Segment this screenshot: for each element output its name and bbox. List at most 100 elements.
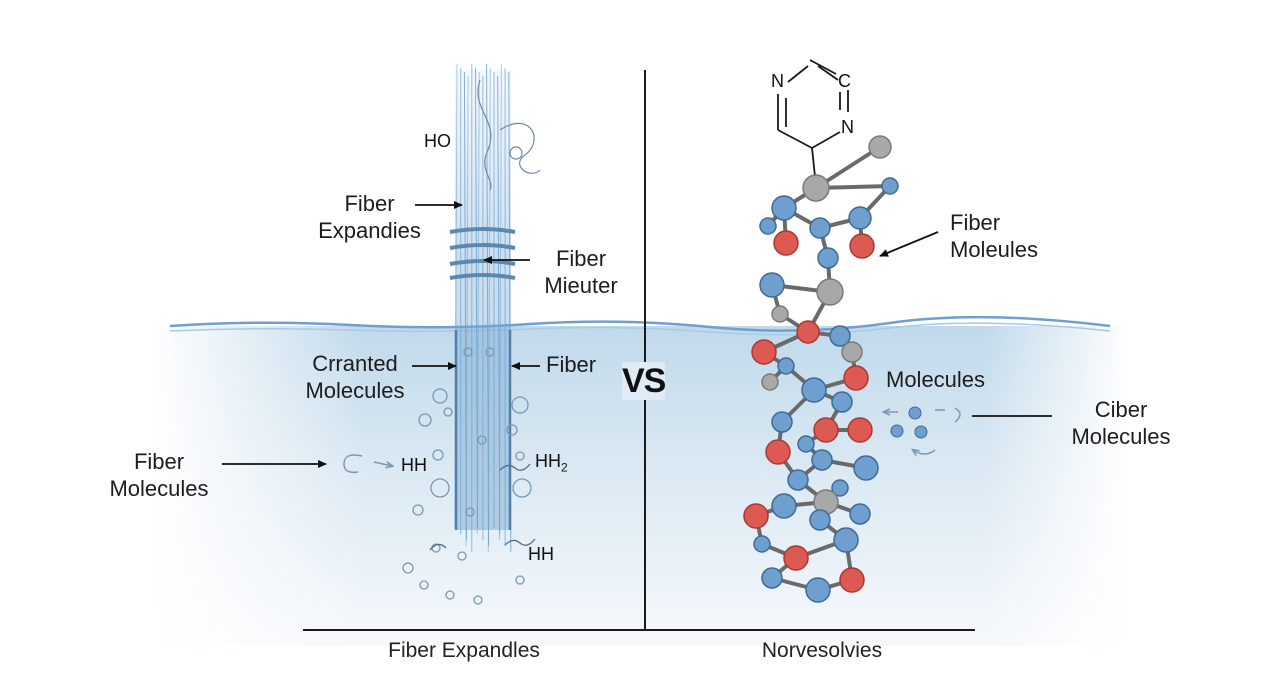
nitrogen-atom	[759, 272, 785, 298]
small-arrow-hh	[373, 462, 392, 466]
nitrogen-atom	[829, 325, 851, 347]
carbon-atom	[816, 278, 844, 306]
label-fiber-moleules-line2: Moleules	[950, 237, 1039, 262]
caption-right: Norvesolvies	[761, 639, 883, 662]
label-top-formula: HO	[424, 131, 451, 151]
ring-atom-n-right: N	[841, 117, 854, 137]
curl-2	[499, 122, 541, 174]
label-fiber-mieuter-line2: Mieuter	[544, 273, 618, 298]
nitrogen-atom	[849, 503, 871, 525]
fiber-bundle	[449, 63, 541, 553]
bubble	[465, 507, 475, 517]
bubble	[443, 407, 453, 417]
nitrogen-atom	[761, 567, 783, 589]
nitrogen-atom	[881, 177, 899, 195]
carbon-atom	[802, 174, 830, 202]
vs-label: VS	[622, 362, 666, 400]
label-fiber-short: Fiber	[546, 352, 597, 377]
label-fiber-molecules-line1: Fiber	[133, 449, 185, 474]
oxygen-atom	[813, 417, 839, 443]
nitrogen-atom	[831, 479, 849, 497]
ring-bottom-right	[811, 131, 841, 149]
ring-atom-c: C	[838, 71, 851, 91]
label-ciber-line2: Molecules	[1071, 424, 1171, 449]
nitrogen-atom	[787, 469, 809, 491]
oxygen-atom	[743, 503, 769, 529]
bubble	[457, 551, 467, 561]
label-hh-bottom: HH	[528, 544, 554, 564]
squiggle-3	[429, 543, 447, 551]
bubble	[512, 478, 532, 498]
label-hh2-main: HH	[535, 451, 561, 471]
oxygen-atom	[773, 230, 799, 256]
fiber-binding-rings	[449, 227, 516, 280]
nitrogen-atom	[817, 247, 839, 269]
binding-ring-4	[449, 273, 516, 280]
oxygen-atom	[751, 339, 777, 365]
bubble	[485, 347, 495, 357]
carbon-atom	[868, 135, 892, 159]
fiber-strand	[476, 71, 480, 535]
label-crranted-molecules: Crranted Molecules	[296, 350, 414, 404]
label-crranted-line2: Molecules	[305, 378, 405, 403]
curl-arrow-left	[343, 454, 363, 474]
oxygen-atom	[765, 439, 791, 465]
label-fiber-expandies: Fiber Expandies	[312, 190, 427, 244]
nitrogen-atom	[759, 217, 777, 235]
bubble	[511, 396, 529, 414]
oxygen-atom	[783, 545, 809, 571]
nitrogen-atom	[833, 527, 859, 553]
label-fiber-mieuter-line1: Fiber	[555, 246, 607, 271]
fiber-strand	[498, 63, 502, 541]
caption-left: Fiber Expandles	[388, 639, 540, 662]
carbon-atom	[771, 305, 789, 323]
carbon-atom	[761, 373, 779, 391]
nitrogen-atom	[805, 577, 831, 603]
float-arrow-2	[913, 450, 936, 454]
float-atom-2	[890, 424, 904, 438]
floating-atoms	[884, 406, 961, 454]
bubble	[412, 504, 424, 516]
bubble	[506, 424, 518, 436]
nitrogen-atom	[801, 377, 827, 403]
curl-1	[477, 79, 492, 191]
squiggle-1	[499, 463, 531, 471]
nitrogen-atom	[777, 357, 795, 375]
oxygen-atom	[843, 365, 869, 391]
nitrogen-atom	[853, 455, 879, 481]
label-ciber-molecules: Ciber Molecules	[1062, 396, 1180, 450]
bubble	[515, 575, 525, 585]
bubble	[432, 449, 444, 461]
bubble	[430, 478, 450, 498]
oxygen-atom	[796, 320, 820, 344]
label-hh-left: HH	[401, 455, 427, 475]
ring-top-bonds	[787, 65, 839, 83]
binding-ring-1	[449, 227, 516, 234]
label-fiber-moleules: Fiber Moleules	[950, 209, 1038, 263]
float-atom-1	[908, 406, 922, 420]
label-hh2: HH2	[535, 448, 568, 482]
label-fiber-expandies-line1: Fiber	[344, 191, 395, 216]
nitrogen-atom	[831, 391, 853, 413]
ring-atom-n-left: N	[771, 71, 784, 91]
binding-ring-3	[449, 259, 516, 266]
ring-bottom-left	[777, 129, 813, 149]
oxygen-atom	[849, 233, 875, 259]
nitrogen-atom	[809, 509, 831, 531]
bubble	[445, 590, 455, 600]
nitrogen-atom	[809, 217, 831, 239]
fiber-strand	[465, 75, 469, 547]
oxygen-atom	[847, 417, 873, 443]
hh-squiggles	[429, 463, 536, 551]
bubble	[463, 347, 473, 357]
carbon-atom	[841, 341, 863, 363]
bubble	[432, 388, 448, 404]
nitrogen-atom	[753, 535, 771, 553]
water-surface-line-secondary	[169, 322, 1111, 336]
nitrogen-atom	[771, 411, 793, 433]
float-curl-1	[935, 407, 961, 423]
float-atom-3	[914, 425, 928, 439]
label-fiber-moleules-line1: Fiber	[950, 210, 1001, 235]
fiber-strand	[487, 67, 491, 553]
